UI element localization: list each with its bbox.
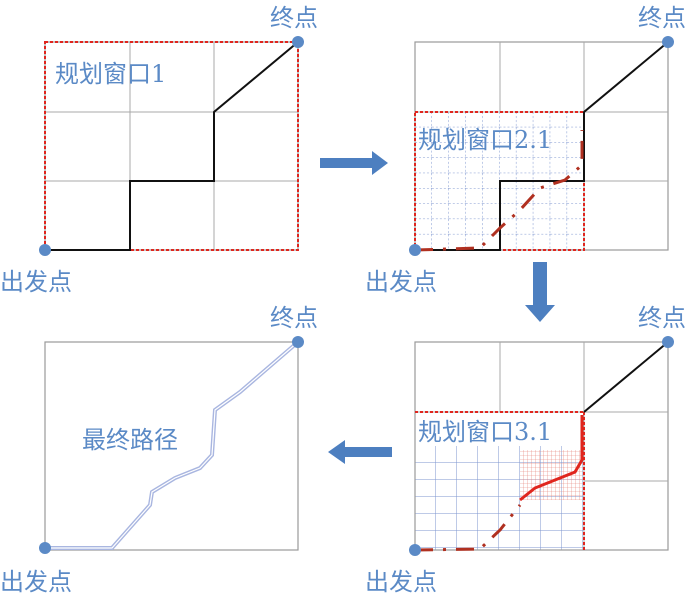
refined-path-fine bbox=[519, 415, 584, 502]
panel-window-1: 规划窗口1 终点 出发点 bbox=[0, 4, 318, 296]
end-label: 终点 bbox=[638, 304, 686, 332]
coarse-path bbox=[45, 41, 299, 251]
end-point-icon bbox=[292, 336, 304, 348]
arrow-down-icon bbox=[525, 262, 555, 322]
window-label: 规划窗口1 bbox=[55, 60, 166, 88]
final-path-label: 最终路径 bbox=[82, 426, 178, 454]
end-label: 终点 bbox=[270, 4, 318, 32]
end-label: 终点 bbox=[638, 4, 686, 32]
start-point-icon bbox=[409, 544, 421, 556]
arrow-left-icon bbox=[328, 440, 392, 464]
window-label: 规划窗口2.1 bbox=[418, 126, 552, 154]
end-point-icon bbox=[292, 36, 304, 48]
start-point-icon bbox=[39, 542, 51, 554]
panel-window-2: 规划窗口2.1 终点 出发点 bbox=[365, 4, 686, 296]
end-point-icon bbox=[662, 36, 674, 48]
start-point-icon bbox=[409, 244, 421, 256]
start-point-icon bbox=[39, 244, 51, 256]
start-label: 出发点 bbox=[0, 568, 72, 595]
window-label: 规划窗口3.1 bbox=[418, 418, 552, 446]
coarse-path bbox=[415, 41, 669, 251]
start-label: 出发点 bbox=[365, 568, 437, 595]
planning-window-border bbox=[44, 41, 299, 251]
end-point-icon bbox=[662, 336, 674, 348]
end-label: 终点 bbox=[270, 304, 318, 332]
panel-window-3: 规划窗口3.1 终点 出发点 bbox=[365, 304, 686, 595]
start-label: 出发点 bbox=[0, 268, 72, 296]
panel-final-path: 最终路径 终点 出发点 bbox=[0, 304, 318, 595]
arrow-right-icon bbox=[320, 151, 388, 175]
refined-path bbox=[414, 130, 584, 252]
start-label: 出发点 bbox=[365, 268, 437, 296]
